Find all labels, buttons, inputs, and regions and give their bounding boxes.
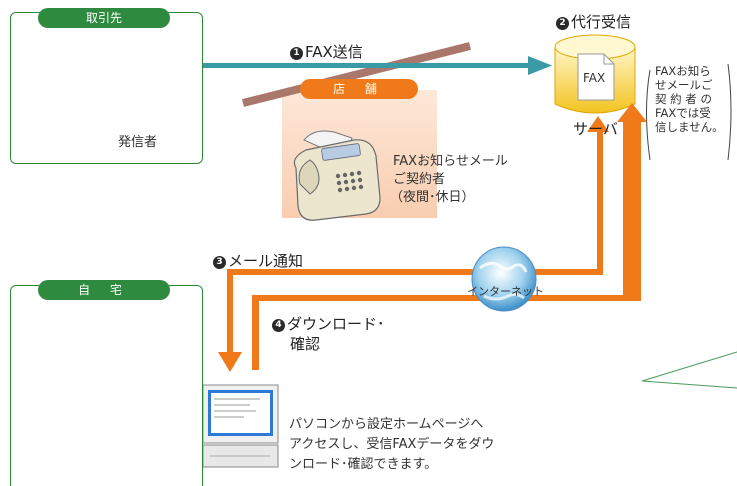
internet-label: インターネット: [467, 285, 544, 298]
step2-number: 2: [556, 17, 569, 30]
step4-number: 4: [272, 319, 285, 332]
store-line-2: ご契約者: [393, 172, 446, 187]
store-line-1: FAXお知らせメール: [393, 154, 508, 169]
side-note-line-1: FAXお知ら: [655, 64, 711, 78]
server-icon: [554, 34, 636, 114]
fax-send-arrow: [165, 56, 552, 75]
decorative-wedge: [641, 351, 737, 389]
step1-number: 1: [290, 47, 303, 60]
sender-tag: 取引先: [38, 8, 170, 28]
side-note-line-4: FAXでは受: [655, 106, 711, 120]
sender-panel: [10, 12, 203, 164]
step3-number: 3: [213, 256, 226, 269]
store-line-3: （夜間･休日）: [390, 190, 475, 205]
side-note-line-5: 信しません。: [655, 120, 724, 134]
fax-document-icon: [577, 53, 615, 101]
step1-text: FAX送信: [305, 43, 363, 61]
fax-machine-icon: [293, 130, 381, 221]
step4-label-2: 確認: [290, 335, 321, 353]
home-panel: [10, 285, 203, 486]
sender-person-label: 発信者: [118, 135, 158, 150]
bottom-note-line-3: ンロード･確認できます。: [289, 457, 438, 472]
step2-text: 代行受信: [571, 13, 632, 31]
step4-text-1: ダウンロード･: [287, 315, 385, 333]
store-roof: [242, 42, 471, 107]
store-tag: 店 舗: [300, 79, 418, 99]
server-doc-label: FAX: [583, 71, 606, 85]
computer-icon: [202, 384, 279, 468]
server-label: サーバ: [573, 120, 618, 138]
internet-globe-icon: [471, 246, 537, 312]
bottom-note-line-1: パソコンから設定ホームページへ: [289, 417, 484, 432]
home-tag: 自 宅: [38, 280, 170, 300]
orange-routes: [218, 103, 647, 372]
side-note-line-2: せメールご: [655, 78, 713, 92]
step3-text: メール通知: [228, 252, 304, 270]
side-note-line-3: 契 約 者 の: [655, 92, 712, 106]
bottom-note-line-2: アクセスし、受信FAXデータをダウ: [289, 437, 495, 452]
side-note-bracket: [646, 63, 732, 161]
